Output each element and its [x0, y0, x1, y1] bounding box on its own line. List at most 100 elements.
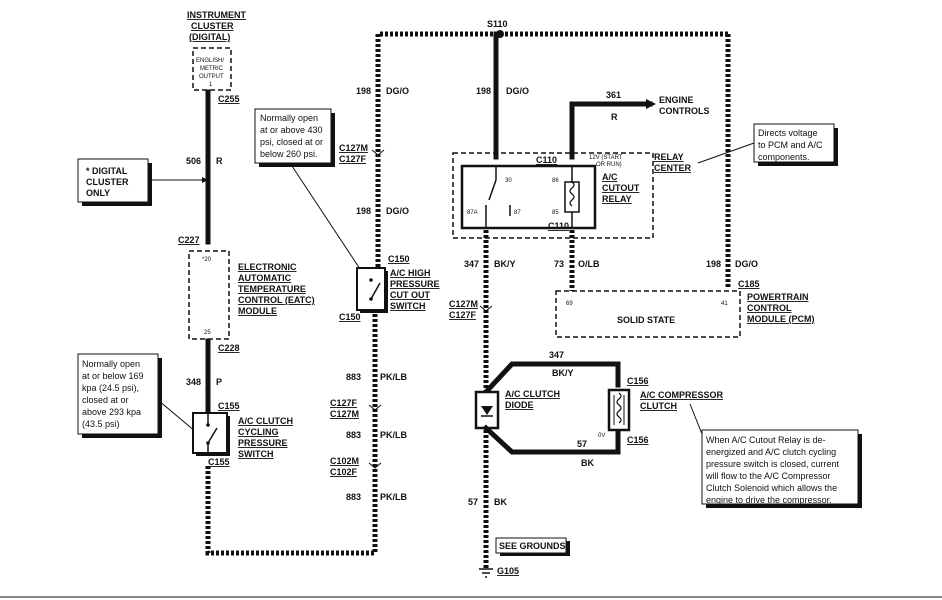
wire-361-color: R [611, 112, 618, 122]
digital-cluster-note: * DIGITAL CLUSTER ONLY [77, 158, 208, 206]
relay-title-3: RELAY [602, 194, 632, 204]
wire-883c-number: 883 [346, 492, 361, 502]
cycling-switch-title-4: SWITCH [238, 449, 274, 459]
connector-c127f-a: C127F [339, 154, 367, 164]
wire-883a-color: PK/LB [380, 372, 408, 382]
cycling-switch-title-3: PRESSURE [238, 438, 288, 448]
cycling-note-2: at or below 169 [82, 371, 144, 381]
cluster-output-pin: 1 [209, 82, 213, 88]
relay-pin-86: 86 [552, 178, 559, 184]
hp-note-1: Normally open [260, 113, 318, 123]
connector-c155-bottom: C155 [208, 457, 230, 467]
relay-voltage-1: 12V (START [589, 155, 623, 161]
high-pressure-note: Normally open at or above 430 psi, close… [254, 108, 363, 273]
wire-198d-number: 198 [706, 259, 721, 269]
connector-c110-bottom: C110 [548, 221, 569, 231]
relay-note-1: Directs voltage [758, 128, 818, 138]
wire-883-loop [205, 310, 378, 556]
hp-switch-title-3: CUT OUT [390, 290, 430, 300]
clutch-note-6: engine to drive the compressor. [706, 495, 832, 505]
relay-title-2: CUTOUT [602, 183, 640, 193]
clutch-note-2: energized and A/C clutch cycling [706, 447, 836, 457]
relay-pin-30: 30 [505, 178, 512, 184]
cycling-note-4: closed at or [82, 395, 129, 405]
pcm-title-1: POWERTRAIN [747, 292, 809, 302]
wire-348-color: P [216, 377, 222, 387]
connector-c228: C228 [218, 343, 240, 353]
clutch-note-4: will flow to the A/C Compressor [705, 471, 831, 481]
instrument-cluster: INSTRUMENT CLUSTER (DIGITAL) ENGLISH/ ME… [187, 10, 246, 104]
wire-348-number: 348 [186, 377, 201, 387]
relay-center-title-1: RELAY [654, 152, 684, 162]
relay-center-box [452, 152, 654, 239]
hp-switch-title-4: SWITCH [390, 301, 426, 311]
clutch-note: When A/C Cutout Relay is de- energized a… [689, 403, 862, 508]
instrument-cluster-title-1: INSTRUMENT [187, 10, 246, 20]
diode-title-1: A/C CLUTCH [505, 389, 560, 399]
clutch-voltage: 0V [598, 433, 605, 439]
clutch-title-1: A/C COMPRESSOR [640, 390, 724, 400]
pcm-module: C185 69 41 SOLID STATE POWERTRAIN CONTRO… [555, 279, 815, 338]
connector-c156-top: C156 [627, 376, 649, 386]
eatc-module: C227 *20 25 C228 ELECTRONIC AUTOMATIC TE… [178, 235, 315, 353]
cluster-output-line3: OUTPUT [199, 74, 224, 80]
connector-c127m-a: C127M [339, 143, 368, 153]
eatc-title-4: CONTROL (EATC) [238, 295, 315, 305]
eatc-title-5: MODULE [238, 306, 277, 316]
eatc-title-2: AUTOMATIC [238, 273, 292, 283]
wire-347b-number: 347 [549, 350, 564, 360]
relay-pin-87: 87 [514, 210, 521, 216]
connector-c127f-b: C127F [330, 398, 358, 408]
connector-c127m-b: C127M [330, 409, 359, 419]
pcm-title-2: CONTROL [747, 303, 792, 313]
relay-note-2: to PCM and A/C [758, 140, 823, 150]
pcm-solid-state: SOLID STATE [617, 315, 675, 325]
wire-883c-color: PK/LB [380, 492, 408, 502]
digital-cluster-line2: CLUSTER [86, 177, 129, 187]
hp-switch-title-1: A/C HIGH [390, 268, 431, 278]
cycling-switch-title-2: CYCLING [238, 427, 279, 437]
relay-pin-87a: 87A [467, 210, 478, 216]
hp-note-2: at or above 430 [260, 125, 323, 135]
wire-361-number: 361 [606, 90, 621, 100]
pcm-title-3: MODULE (PCM) [747, 314, 815, 324]
wire-198c-color: DG/O [506, 86, 529, 96]
ground-id: G105 [497, 566, 519, 576]
wire-73-color: O/LB [578, 259, 600, 269]
relay-note-3: components. [758, 152, 810, 162]
cluster-output-line2: METRIC [200, 66, 224, 72]
pcm-box [555, 290, 741, 338]
engine-controls-1: ENGINE [659, 95, 694, 105]
wire-198a-number: 198 [356, 86, 371, 96]
relay-center-title-2: CENTER [654, 163, 692, 173]
relay-pin-85: 85 [552, 210, 559, 216]
connector-c156-bottom: C156 [627, 435, 649, 445]
digital-cluster-line3: ONLY [86, 188, 110, 198]
cluster-output-box [192, 47, 232, 91]
connector-c185: C185 [738, 279, 760, 289]
cycling-pressure-switch: C155 C155 A/C CLUTCH CYCLING PRESSURE SW… [192, 401, 293, 467]
connector-c127f-c: C127F [449, 310, 477, 320]
cluster-output-line1: ENGLISH/ [196, 58, 224, 64]
wire-347-clutch [482, 361, 621, 396]
wire-883a-number: 883 [346, 372, 361, 382]
eatc-title-1: ELECTRONIC [238, 262, 297, 272]
engine-controls-2: CONTROLS [659, 106, 710, 116]
cycling-note-6: (43.5 psi) [82, 419, 120, 429]
clutch-note-1: When A/C Cutout Relay is de- [706, 435, 826, 445]
connector-c127m-c: C127M [449, 299, 478, 309]
connector-c227: C227 [178, 235, 200, 245]
relay-center: C110 12V (START OR RUN) 30 86 87A 87 85 … [452, 152, 692, 239]
relay-title-1: A/C [602, 172, 618, 182]
hp-switch-title-2: PRESSURE [390, 279, 440, 289]
wire-198a-color: DG/O [386, 86, 409, 96]
eatc-box [188, 250, 230, 340]
cycling-switch-note: Normally open at or below 169 kpa (24.5 … [77, 353, 197, 438]
relay-center-note: Directs voltage to PCM and A/C component… [697, 123, 838, 166]
diode-title-2: DIODE [505, 400, 534, 410]
pcm-pin-69: 69 [566, 301, 573, 307]
wire-57a-number: 57 [577, 439, 587, 449]
eatc-title-3: TEMPERATURE [238, 284, 306, 294]
wire-198-main [375, 31, 728, 268]
wire-506-number: 506 [186, 156, 201, 166]
